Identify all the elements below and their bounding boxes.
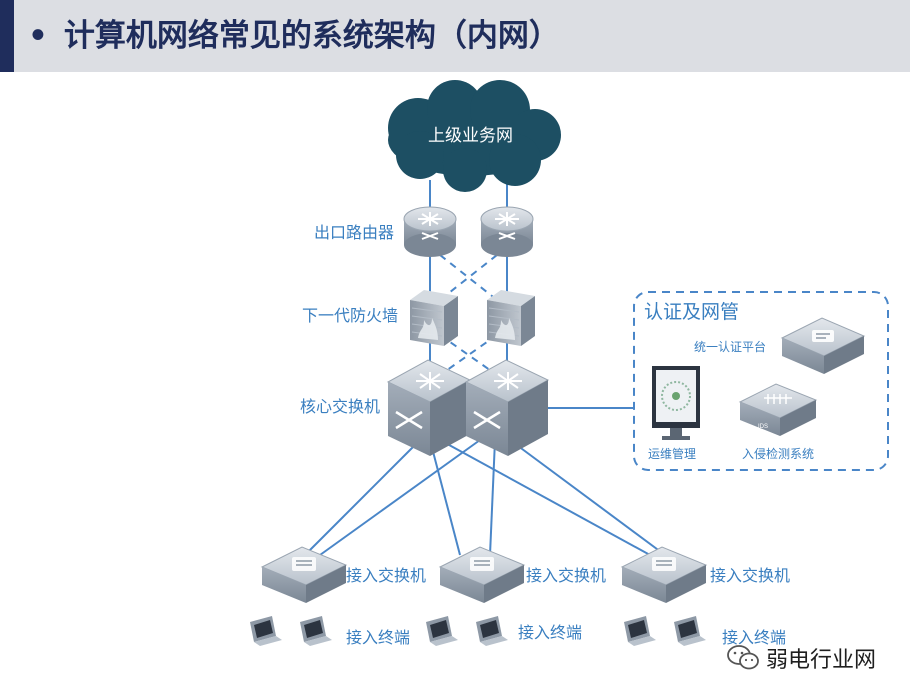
auth-platform-icon	[780, 317, 866, 374]
core-switch-label: 核心交换机	[300, 397, 381, 416]
watermark: 弱电行业网	[726, 643, 876, 673]
access-switch-label: 接入交换机	[526, 566, 607, 585]
title-text: 计算机网络常见的系统架构（内网）	[63, 18, 560, 54]
terminal-label: 接入终端	[722, 628, 787, 647]
access-switch-label: 接入交换机	[346, 566, 427, 585]
ids-label: 入侵检测系统	[742, 447, 815, 461]
title-bullet: •	[28, 18, 48, 54]
cross-link-router2-firewall1	[439, 254, 498, 301]
cross-link-firewall1-core2	[439, 334, 498, 376]
management-panel-border	[633, 291, 889, 471]
link-core1-access2	[429, 439, 461, 556]
link-core1-access1	[304, 439, 421, 556]
cross-link-firewall2-core1	[439, 334, 498, 376]
cloud-label: 上级业务网	[428, 126, 513, 146]
cross-link-router1-firewall2	[439, 254, 498, 301]
ops-monitor-icon	[652, 366, 700, 440]
firewall-icon	[410, 290, 458, 346]
link-core2-access3	[509, 439, 666, 556]
terminal-icon	[426, 616, 458, 646]
link-core2-access2	[489, 439, 496, 556]
ids-badge: IDS	[758, 424, 768, 430]
link-core2-access1	[319, 439, 481, 556]
watermark-text: 弱电行业网	[766, 648, 877, 673]
wechat-icon	[727, 645, 759, 670]
firewall-label: 下一代防火墙	[302, 306, 399, 325]
header-accent-bar	[0, 0, 14, 72]
core-switch-icon	[386, 359, 472, 456]
cloud-icon	[388, 80, 561, 192]
core-switch-icon	[464, 359, 550, 456]
terminal-icon	[300, 616, 332, 646]
link-core1-access3	[439, 439, 651, 556]
auth-platform-label: 统一认证平台	[694, 340, 767, 354]
terminal-group	[250, 616, 706, 646]
ops-mgmt-label: 运维管理	[648, 447, 697, 461]
router-icon	[403, 206, 457, 257]
terminal-icon	[624, 616, 656, 646]
access-switch-icon	[438, 546, 526, 603]
header-bar: • 计算机网络常见的系统架构（内网）	[0, 0, 910, 72]
access-switch-label: 接入交换机	[710, 566, 791, 585]
panel-title: 认证及网管	[644, 301, 740, 323]
router-icon	[480, 206, 534, 257]
ids-device-icon: IDS	[738, 383, 818, 436]
terminal-icon	[674, 616, 706, 646]
page-title: • 计算机网络常见的系统架构（内网）	[28, 14, 560, 58]
terminal-label: 接入终端	[346, 628, 411, 647]
terminal-icon	[250, 616, 282, 646]
router-label: 出口路由器	[314, 223, 395, 242]
terminal-label: 接入终端	[518, 623, 583, 642]
access-switch-icon	[620, 546, 708, 603]
cross-link-group	[439, 254, 498, 376]
terminal-icon	[476, 616, 508, 646]
firewall-icon	[487, 290, 535, 346]
access-switch-icon	[260, 546, 348, 603]
